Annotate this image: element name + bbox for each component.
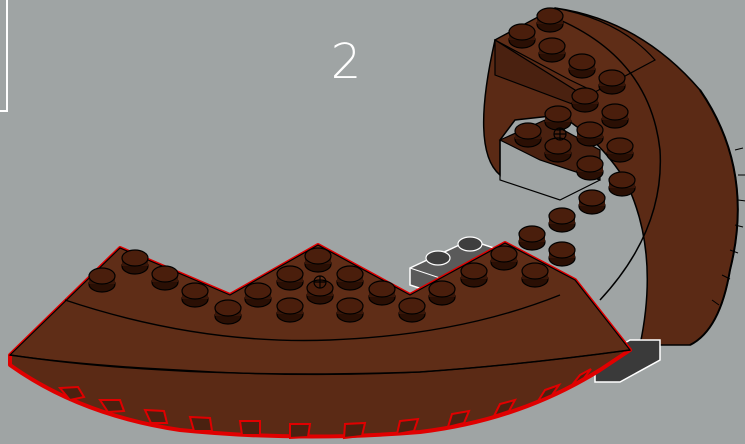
instruction-canvas: 2 (0, 0, 745, 444)
lego-model-illustration (0, 0, 745, 444)
